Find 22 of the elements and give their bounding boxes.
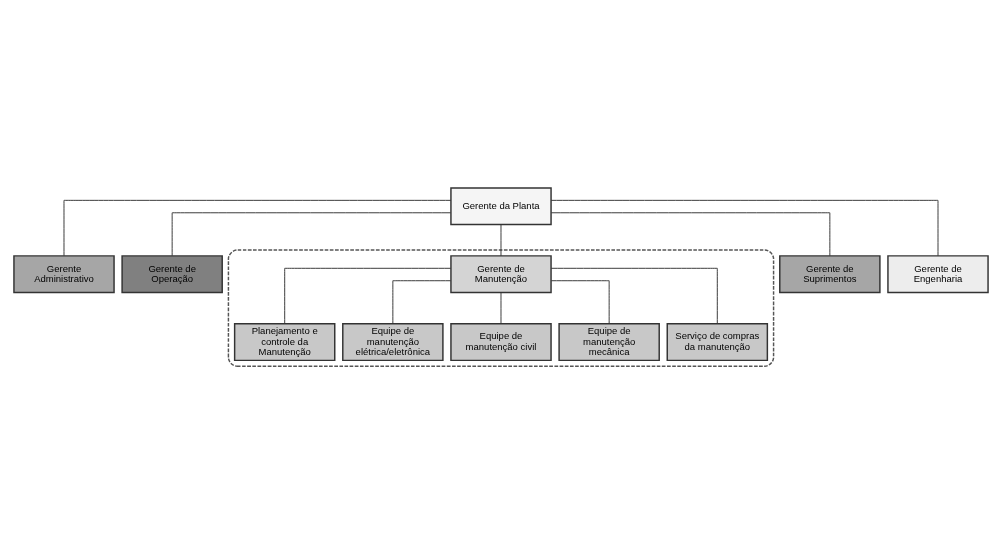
connector (550, 199, 938, 256)
connector (550, 279, 610, 324)
connector (550, 211, 830, 256)
node-box: Equipe de manutenção civil (449, 322, 552, 361)
node-box: Equipe de manutenção elétrica/eletrônica (341, 322, 444, 361)
connector (550, 267, 718, 324)
connector (500, 223, 501, 256)
connector (63, 199, 451, 256)
node-box: Serviço de compras da manutenção (666, 322, 768, 361)
node-box: Gerente de Operação (120, 254, 223, 293)
node-box: Gerente da Planta (449, 186, 552, 225)
node-box: Gerente de Engenharia (886, 254, 989, 293)
node-box: Gerente Administrativo (12, 254, 115, 293)
cluster (227, 248, 774, 367)
connector (171, 211, 451, 256)
connector (283, 267, 451, 324)
connector (500, 291, 501, 324)
connector (391, 279, 451, 324)
node-box: Equipe de manutenção mecânica (557, 322, 660, 361)
node-box: Gerente de Suprimentos (778, 254, 881, 293)
node-box: Planejamento e controle da Manutenção (233, 322, 335, 361)
node-box: Gerente de Manutenção (449, 254, 552, 293)
